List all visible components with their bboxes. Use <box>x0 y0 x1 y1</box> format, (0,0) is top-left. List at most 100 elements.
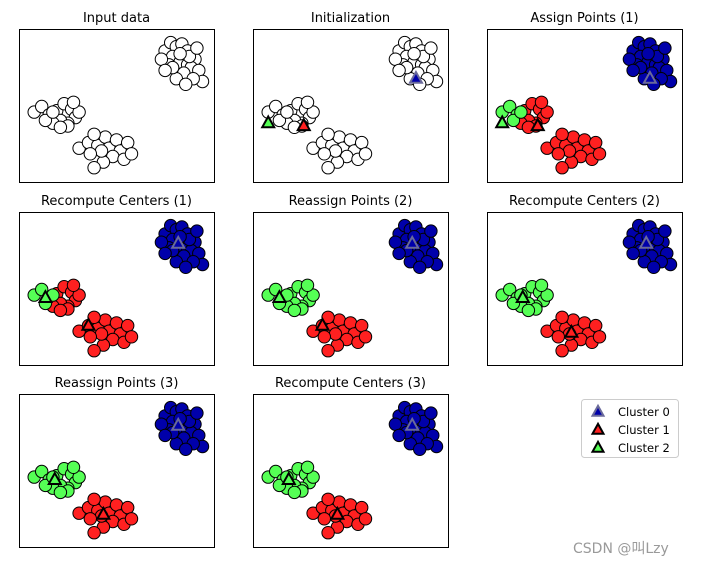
panel-title: Reassign Points (2) <box>289 194 413 209</box>
data-point <box>551 330 565 344</box>
data-point <box>355 318 369 333</box>
data-point <box>121 135 135 150</box>
legend-marker-icon <box>590 421 606 435</box>
data-point <box>321 161 335 175</box>
data-point <box>109 316 124 330</box>
data-point <box>321 310 335 324</box>
data-point <box>35 99 49 114</box>
data-point <box>647 260 661 274</box>
data-point <box>321 492 335 506</box>
cluster-center-marker <box>170 234 186 249</box>
data-point <box>355 500 369 515</box>
panel: Recompute Centers (3) <box>253 376 449 548</box>
data-point <box>83 512 98 526</box>
panel: Initialization <box>253 11 449 183</box>
data-point <box>46 105 60 119</box>
data-point <box>413 442 427 456</box>
data-point <box>83 330 98 344</box>
data-point <box>534 278 549 292</box>
data-point <box>358 147 373 161</box>
data-point <box>555 127 569 142</box>
data-point <box>38 113 53 128</box>
data-point <box>658 41 672 55</box>
data-point <box>392 63 406 78</box>
data-point <box>622 52 637 66</box>
data-point <box>551 147 565 161</box>
data-point <box>355 135 369 150</box>
panel-title: Assign Points (1) <box>530 11 638 26</box>
data-point <box>388 52 403 66</box>
data-point <box>343 133 358 147</box>
legend-entry-label: Cluster 1 <box>618 423 670 437</box>
data-point <box>154 235 169 249</box>
data-point <box>109 133 124 147</box>
panel: Recompute Centers (1) <box>19 194 215 366</box>
data-point <box>179 77 193 92</box>
cluster-center-marker <box>515 289 531 303</box>
data-point <box>424 406 438 420</box>
data-point <box>272 478 287 493</box>
data-point <box>562 144 577 158</box>
cluster-center-marker <box>170 416 186 431</box>
data-point <box>343 316 358 330</box>
data-point <box>300 95 315 110</box>
data-point <box>53 303 68 318</box>
panel-title: Initialization <box>311 11 390 26</box>
data-point <box>317 147 331 161</box>
data-point <box>358 330 373 344</box>
data-point <box>124 512 139 526</box>
data-point <box>328 327 343 341</box>
data-point <box>53 120 68 135</box>
panel: Recompute Centers (2) <box>487 194 683 366</box>
data-point <box>358 512 373 526</box>
data-point <box>280 105 294 119</box>
data-point <box>287 303 302 318</box>
data-point <box>272 113 287 128</box>
data-point <box>154 417 169 431</box>
data-point <box>332 313 346 327</box>
panel: Reassign Points (2) <box>253 194 449 366</box>
data-point <box>158 246 172 261</box>
data-point <box>38 478 53 493</box>
cluster-center-marker <box>37 289 54 303</box>
data-point <box>317 330 331 344</box>
panel-title: Recompute Centers (3) <box>275 376 426 391</box>
data-point <box>121 318 135 333</box>
data-point <box>592 330 607 344</box>
data-point <box>87 344 101 358</box>
panel: Input data <box>19 11 215 183</box>
data-point <box>66 278 81 292</box>
data-point <box>321 127 335 142</box>
legend-entry-label: Cluster 2 <box>618 441 670 455</box>
data-point <box>589 135 603 150</box>
data-point <box>87 310 101 324</box>
data-point <box>190 406 204 420</box>
panels-layer: Input data Initialization Assign Points (1… <box>19 11 683 548</box>
data-point <box>269 99 283 114</box>
data-point <box>158 428 172 443</box>
data-point <box>388 417 403 431</box>
cluster-center-marker <box>404 416 420 431</box>
data-point <box>121 500 135 515</box>
data-point <box>626 246 640 261</box>
cluster-center-marker <box>408 69 424 84</box>
data-point <box>124 330 139 344</box>
data-point <box>503 282 517 297</box>
panel-title: Recompute Centers (2) <box>509 194 660 209</box>
data-point <box>87 526 101 540</box>
data-point <box>98 130 113 144</box>
data-point <box>190 224 204 238</box>
cluster-center-marker <box>404 234 420 249</box>
data-point <box>321 526 335 540</box>
data-point <box>332 130 346 144</box>
data-point <box>555 161 569 175</box>
data-point <box>94 144 109 158</box>
data-point <box>173 47 187 61</box>
data-point <box>407 47 421 61</box>
data-point <box>641 47 655 61</box>
data-point <box>592 147 607 161</box>
data-point <box>555 344 569 358</box>
data-point <box>287 485 302 500</box>
